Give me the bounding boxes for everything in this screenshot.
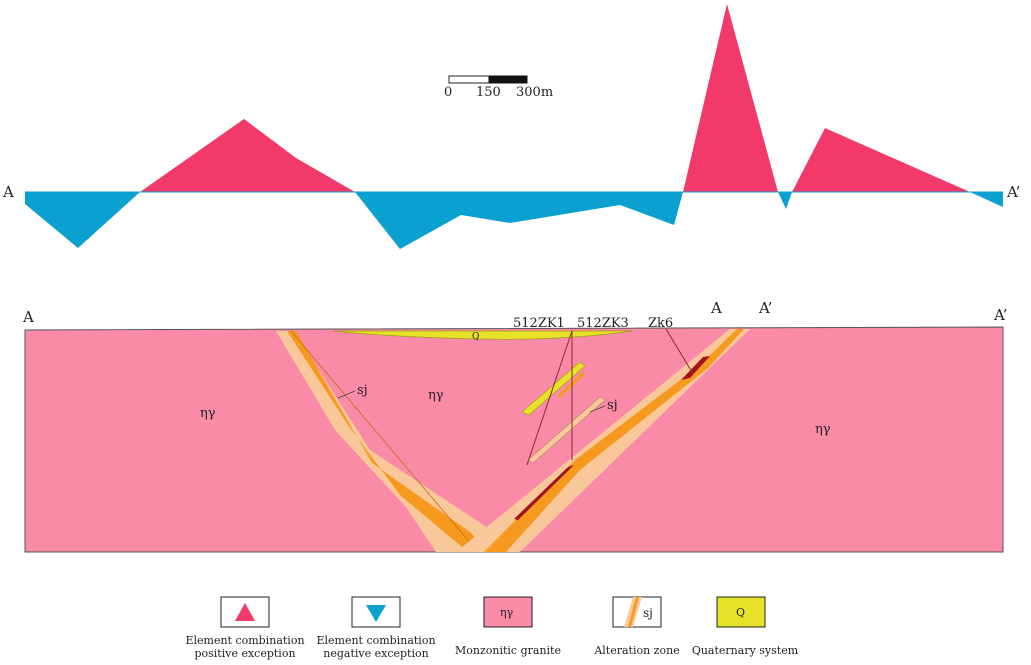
legend-caption-positive: Element combination positive exception [175, 634, 315, 660]
legend-monzonitic-granite: ηγ [483, 596, 533, 628]
alteration-stripe-inner [628, 597, 639, 627]
legend-granite-symbol: ηγ [500, 606, 514, 619]
positive-anomaly-2 [683, 4, 778, 192]
legend-caption-negative: Element combination negative exception [306, 634, 446, 660]
profile-label-a-prime: A’ [1006, 183, 1020, 201]
legend-caption-alteration: Alteration zone [582, 644, 692, 657]
negative-anomaly-1 [25, 192, 140, 248]
ore-body-right-upper [681, 356, 710, 380]
legend-box-quaternary [716, 596, 766, 628]
legend-caption-quaternary-line1: Quaternary system [691, 644, 799, 657]
sj-leader-right [589, 405, 606, 413]
section-label-a-prime: A’ [993, 306, 1007, 324]
drillhole-zk6 [665, 328, 693, 373]
legend-caption-positive-line1: Element combination [185, 634, 305, 647]
alteration-vein-2 [557, 372, 585, 398]
alteration-label-left: sj [357, 383, 368, 398]
sj-leader-left [337, 390, 356, 399]
inset-label-a-prime: A’ [758, 299, 772, 317]
positive-anomaly-1 [140, 119, 355, 192]
scale-tick-150: 150 [476, 85, 501, 100]
legend-caption-alteration-line1: Alteration zone [594, 644, 680, 657]
alteration-vein-1 [527, 396, 606, 464]
section-label-a: A [22, 308, 34, 326]
scale-bar-white-segment [448, 75, 490, 84]
scale-tick-0: 0 [444, 85, 452, 100]
legend: ηγ sj Q [220, 596, 766, 628]
inset-label-a: A [710, 299, 722, 317]
granite-label-left: ηγ [200, 406, 216, 421]
scale-bar: 0 150 300m [444, 75, 553, 100]
alteration-zone-left-inner [287, 331, 490, 552]
legend-negative-exception [351, 596, 401, 628]
drillhole-label-zk6: Zk6 [648, 316, 673, 331]
legend-caption-negative-line1: Element combination [316, 634, 436, 647]
alteration-zone-left-outer [276, 331, 502, 552]
scale-tick-300m: 300m [516, 85, 553, 100]
legend-caption-quaternary: Quaternary system [690, 644, 800, 657]
quaternary-cover [332, 330, 634, 340]
negative-anomaly-4 [970, 192, 1003, 207]
granite-label-center: ηγ [428, 388, 444, 403]
profile-label-a: A [2, 183, 14, 201]
alteration-label-right: sj [607, 398, 618, 413]
negative-triangle-icon [366, 605, 386, 622]
cross-section: A A’ A A’ 512ZK1 512ZK3 Zk6 Q ηγ ηγ ηγ s… [22, 299, 1007, 553]
quaternary-label: Q [472, 332, 479, 342]
monzonitic-granite-body [24, 326, 1004, 553]
legend-caption-positive-line2: positive exception [194, 647, 296, 660]
legend-quaternary-symbol: Q [736, 606, 745, 619]
drillhole-label-512zk3: 512ZK3 [577, 316, 629, 331]
legend-positive-exception [220, 596, 270, 628]
legend-alteration-symbol: sj [643, 606, 653, 620]
alteration-zone-left-trace [290, 330, 479, 553]
quaternary-vein [521, 361, 586, 416]
negative-anomaly-2 [355, 192, 683, 249]
drillhole-512zk1 [526, 330, 573, 466]
legend-caption-granite: Monzonitic granite [448, 644, 568, 657]
ore-body-right-lower [514, 465, 574, 520]
alteration-zone-right-inner [484, 329, 744, 552]
drillhole-label-512zk1: 512ZK1 [513, 316, 565, 331]
scale-bar-black-segment [488, 75, 528, 84]
legend-caption-negative-line2: negative exception [323, 647, 429, 660]
positive-anomaly-3 [792, 128, 970, 192]
legend-box-granite [483, 596, 533, 628]
legend-caption-granite-line1: Monzonitic granite [455, 644, 561, 657]
legend-quaternary-system: Q [716, 596, 766, 628]
granite-label-right: ηγ [815, 422, 831, 437]
negative-anomaly-3 [778, 192, 792, 209]
positive-triangle-icon [235, 603, 255, 621]
geochemical-profile: A A’ [2, 4, 1020, 249]
legend-alteration-zone: sj [612, 596, 662, 628]
